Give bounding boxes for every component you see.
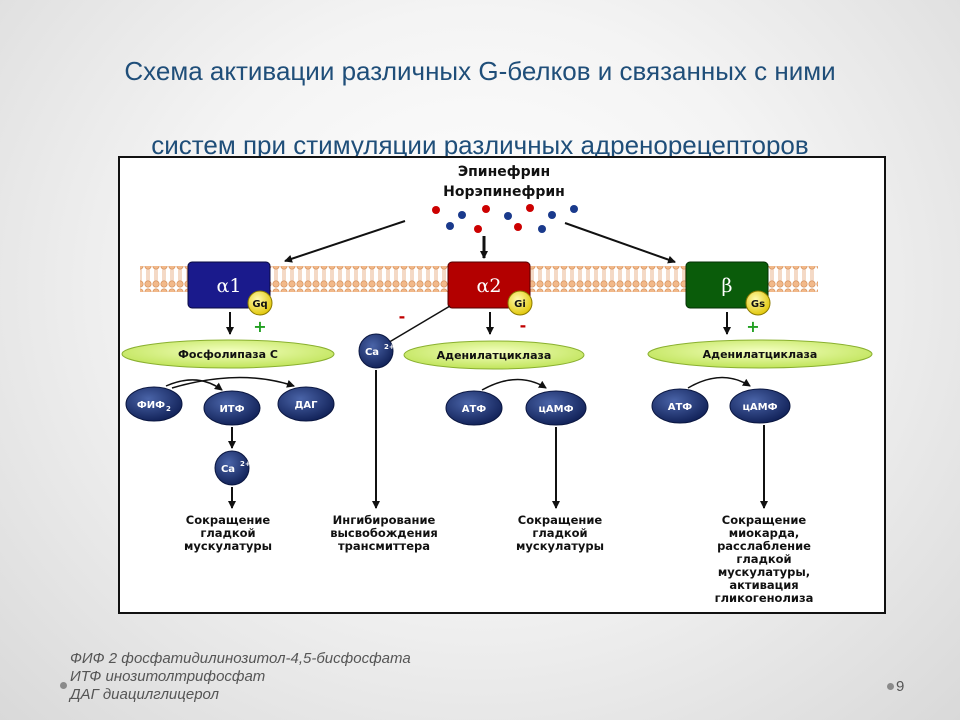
- molecule-ca-alpha1: Ca 2+: [214, 450, 251, 486]
- molecule-dag: ДАГ: [277, 386, 335, 422]
- footer-bullet-dot: [60, 682, 67, 689]
- outcome-beta-line: мускулатуры,: [718, 565, 810, 579]
- outcome-alpha2-ca-line: Ингибирование: [333, 513, 436, 527]
- fif2-to-dag-arrow: [171, 376, 295, 389]
- fif2-sub: 2: [166, 405, 171, 413]
- legend-line-fif2: ФИФ 2 фосфатидилинозитол-4,5-бисфосфата: [70, 650, 411, 667]
- enzyme-phospholipase-c: Фосфолипаза С: [121, 339, 335, 369]
- enzyme-adenylyl-cyclase-beta-label: Аденилатциклаза: [703, 348, 818, 361]
- outcome-alpha1-line: мускулатуры: [184, 539, 272, 553]
- molecule-camf-alpha2: цАМФ: [525, 390, 587, 426]
- outcome-alpha2-ca-line: высвобождения: [330, 526, 438, 540]
- svg-text:Ca: Ca: [365, 347, 379, 358]
- outcome-beta-line: активация: [729, 578, 798, 592]
- g-protein-gi-label: Gi: [514, 299, 526, 310]
- outcome-alpha2-line: гладкой: [532, 526, 587, 540]
- molecule-atf-alpha2: АТФ: [445, 390, 503, 426]
- outcome-alpha2: Сокращение гладкой мускулатуры: [516, 513, 604, 553]
- page-number-bullet-dot: [887, 683, 894, 690]
- ca-alpha1-sup: 2+: [240, 460, 251, 468]
- slide-title-line-1: Схема активации различных G-белков и свя…: [124, 56, 836, 86]
- svg-text:2+: 2+: [240, 460, 251, 468]
- adrenoreceptor-diagram: Эпинефрин Норэпинефрин α1 α2 β Gq: [118, 156, 886, 614]
- outcome-alpha2-ca-line: трансмиттера: [338, 539, 430, 553]
- fif2-to-itf-arrow: [165, 379, 223, 391]
- outcome-alpha1-line: Сокращение: [186, 513, 271, 527]
- ca-alpha2-main: Ca: [365, 347, 379, 358]
- outcome-beta-line: гликогенолиза: [715, 591, 814, 605]
- alpha2-ca-sign: -: [399, 307, 406, 326]
- beta-sign: +: [746, 317, 759, 336]
- dag-label: ДАГ: [294, 400, 318, 411]
- receptor-beta-label: β: [722, 275, 733, 297]
- atf-alpha2-label: АТФ: [462, 404, 487, 415]
- ligand-to-beta-arrow: [564, 222, 676, 264]
- camf-beta-label: цАМФ: [742, 402, 777, 413]
- g-protein-gq-label: Gq: [252, 299, 267, 310]
- ligand-to-alpha1-arrow: [284, 220, 406, 263]
- outcome-beta: Сокращение миокарда, расслабление гладко…: [715, 513, 814, 605]
- ligand-norepinephrine: Норэпинефрин: [443, 184, 565, 200]
- ca-alpha2-sup: 2+: [384, 343, 395, 351]
- molecule-fif2: ФИФ 2: [125, 386, 183, 422]
- svg-text:2+: 2+: [384, 343, 395, 351]
- atf-beta-label: АТФ: [668, 402, 693, 413]
- itf-label: ИТФ: [219, 404, 244, 415]
- g-protein-gs: Gs: [745, 290, 771, 316]
- fif2-main: ФИФ: [137, 400, 165, 411]
- molecule-itf: ИТФ: [203, 390, 261, 426]
- enzyme-phospholipase-c-label: Фосфолипаза С: [178, 348, 278, 361]
- camf-alpha2-label: цАМФ: [538, 404, 573, 415]
- outcome-beta-line: миокарда,: [729, 526, 800, 540]
- page-number: 9: [896, 678, 905, 695]
- abbreviation-legend: ФИФ 2 фосфатидилинозитол-4,5-бисфосфата …: [70, 650, 411, 704]
- enzyme-adenylyl-cyclase-alpha2: Аденилатциклаза: [403, 340, 585, 370]
- alpha2-to-ca-line: [385, 305, 451, 345]
- outcome-alpha2-line: Сокращение: [518, 513, 603, 527]
- g-protein-gi: Gi: [507, 290, 533, 316]
- g-protein-gq: Gq: [247, 290, 273, 316]
- ligand-epinephrine: Эпинефрин: [458, 164, 550, 180]
- slide-title-line-2: систем при стимуляции различных адреноре…: [151, 130, 809, 156]
- legend-line-itf: ИТФ инозитолтрифосфат: [70, 668, 266, 685]
- outcome-beta-line: расслабление: [717, 539, 811, 553]
- outcome-alpha2-line: мускулатуры: [516, 539, 604, 553]
- enzyme-adenylyl-cyclase-beta: Аденилатциклаза: [647, 339, 873, 369]
- ca-alpha1-main: Ca: [221, 464, 235, 475]
- alpha2-sign: -: [520, 316, 527, 335]
- outcome-alpha1-line: гладкой: [200, 526, 255, 540]
- svg-text:ФИФ: ФИФ: [137, 400, 165, 411]
- receptor-alpha2-label: α2: [477, 275, 502, 297]
- receptor-alpha1-label: α1: [217, 275, 242, 297]
- molecule-camf-beta: цАМФ: [729, 388, 791, 424]
- outcome-beta-line: Сокращение: [722, 513, 807, 527]
- svg-text:2: 2: [166, 405, 171, 413]
- alpha1-sign: +: [253, 317, 266, 336]
- molecule-atf-beta: АТФ: [651, 388, 709, 424]
- outcome-alpha1: Сокращение гладкой мускулатуры: [184, 513, 272, 553]
- enzyme-adenylyl-cyclase-alpha2-label: Аденилатциклаза: [437, 349, 552, 362]
- g-protein-gs-label: Gs: [751, 299, 765, 310]
- svg-text:Ca: Ca: [221, 464, 235, 475]
- atf-to-camf-beta-arrow: [687, 376, 751, 389]
- legend-line-dag: ДАГ диацилглицерол: [70, 686, 220, 703]
- molecule-ca-alpha2: Ca 2+: [358, 333, 395, 369]
- atf-to-camf-alpha2-arrow: [481, 378, 547, 391]
- outcome-alpha2-ca: Ингибирование высвобождения трансмиттера: [330, 513, 438, 553]
- ligand-molecules: [432, 204, 578, 233]
- outcome-beta-line: гладкой: [736, 552, 791, 566]
